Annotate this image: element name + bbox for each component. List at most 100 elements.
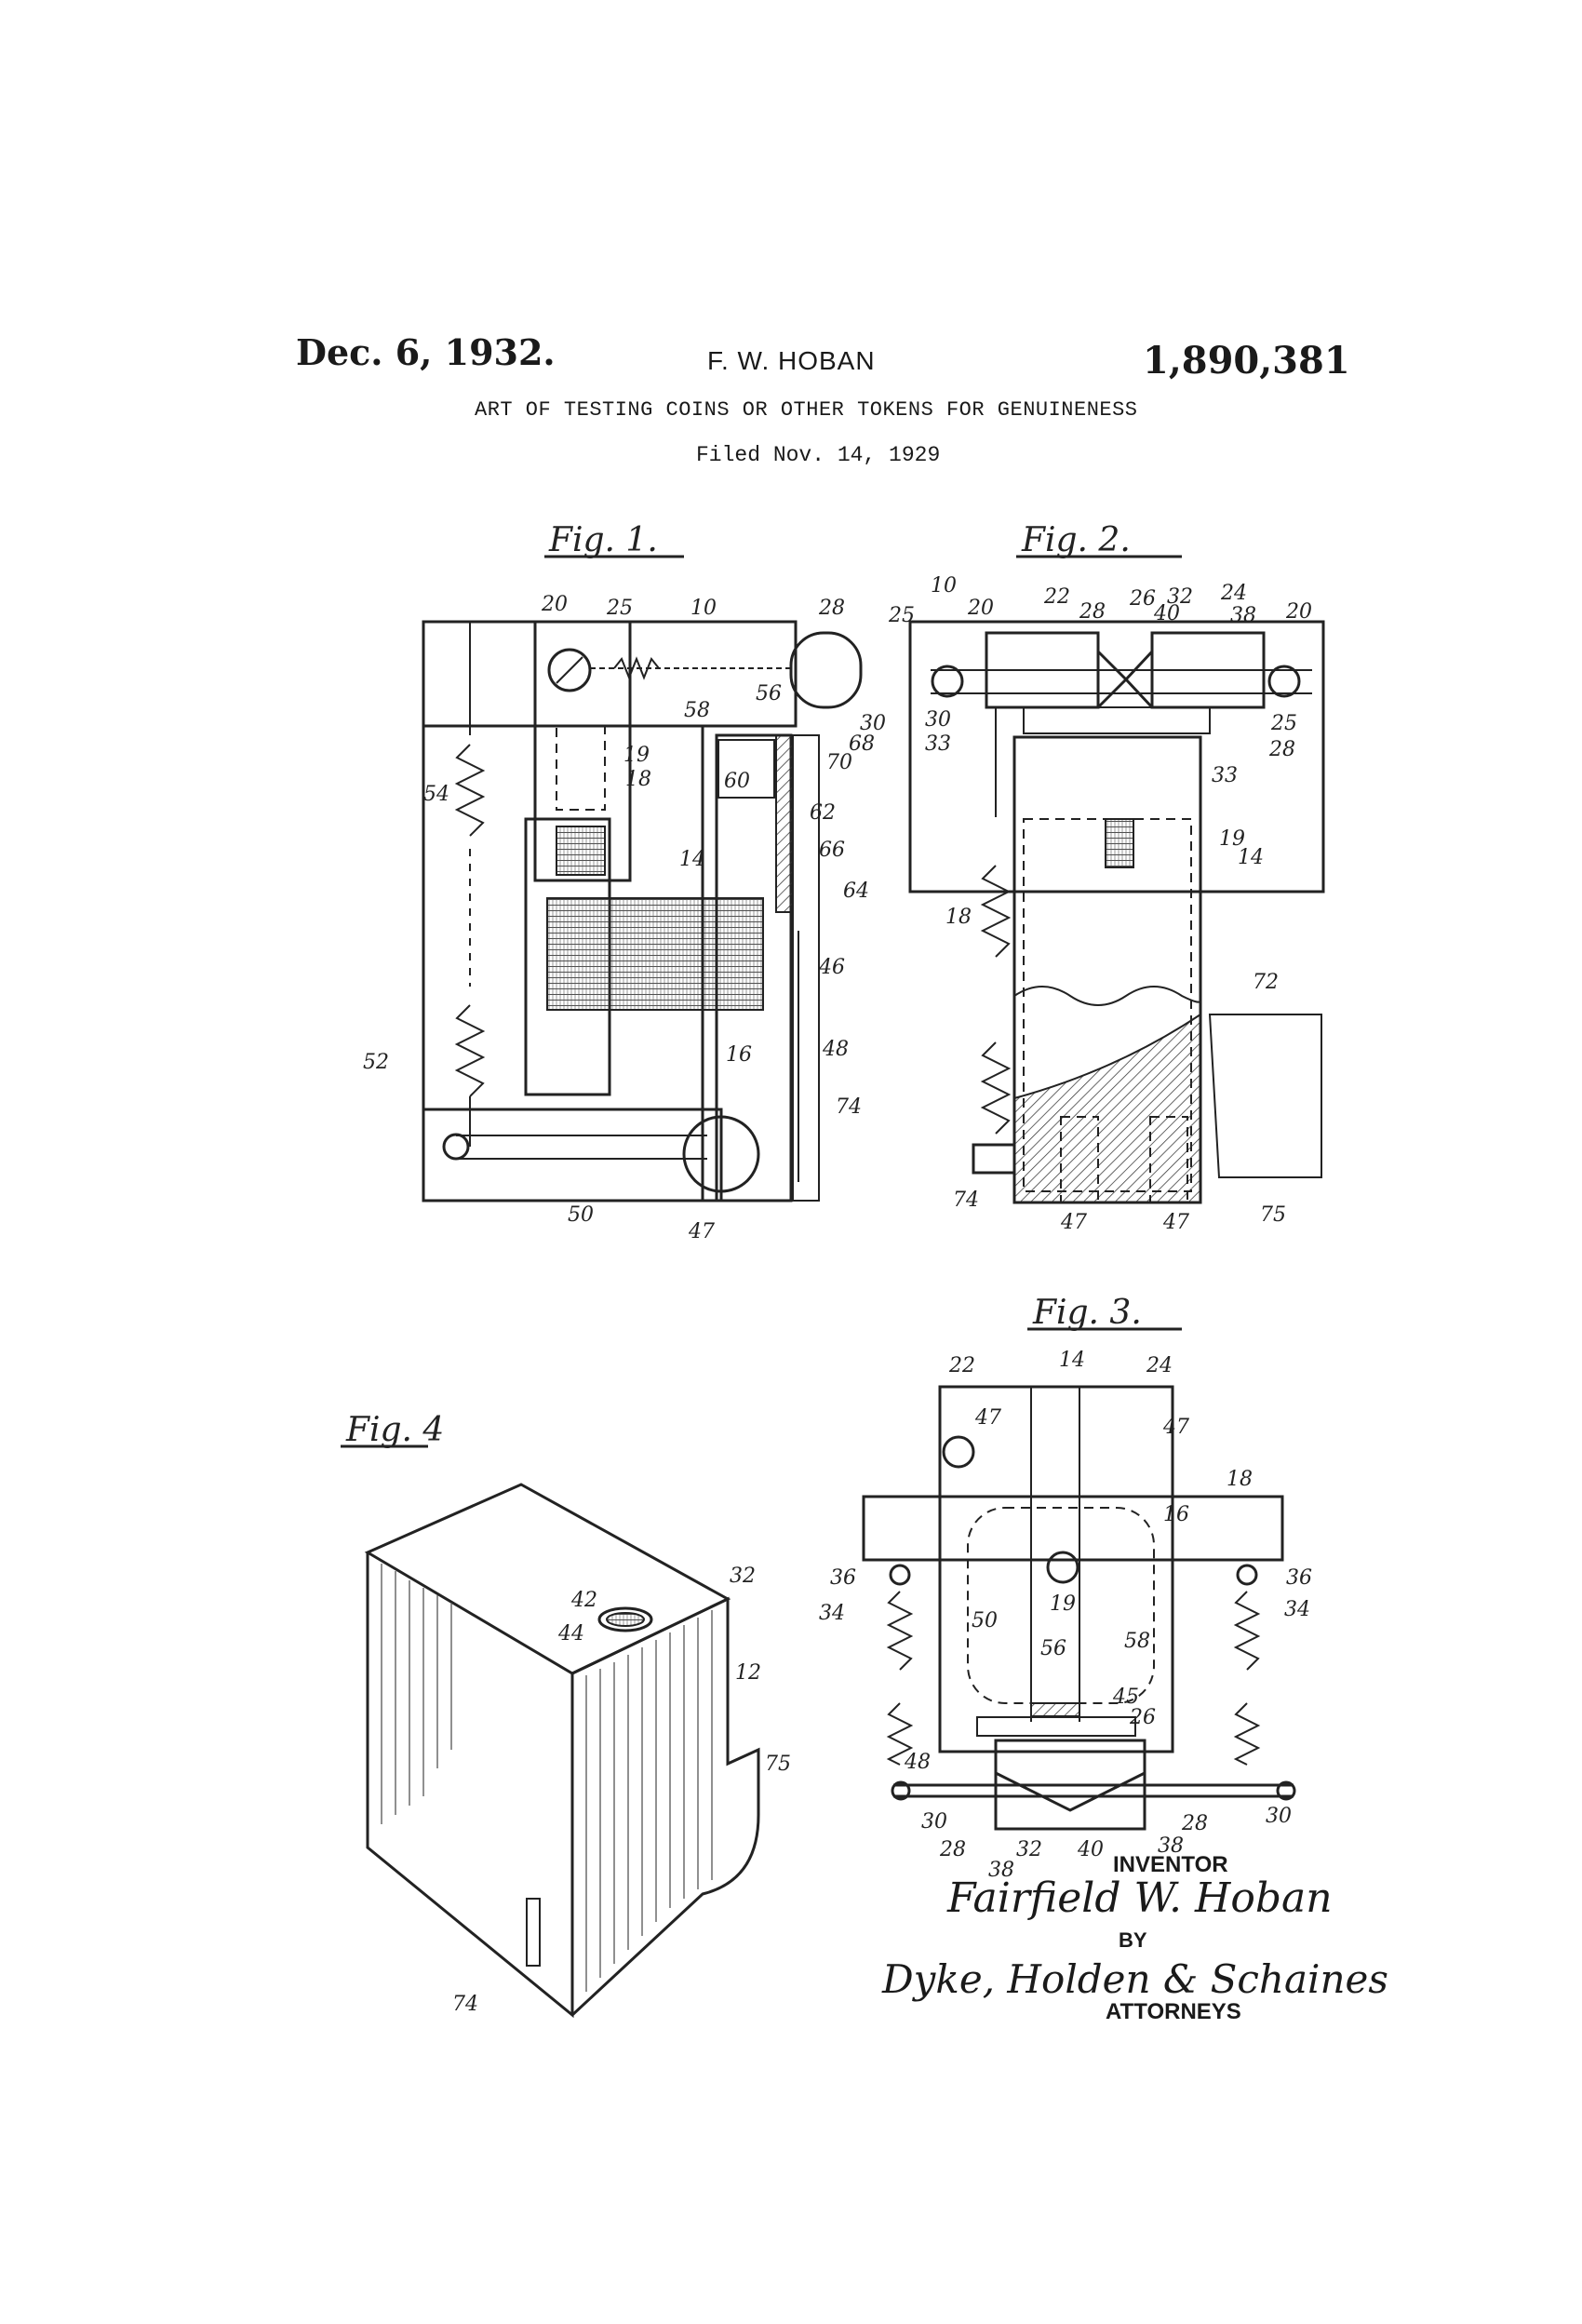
reference-numeral: 18	[625, 768, 651, 791]
reference-numeral: 54	[423, 783, 449, 806]
reference-numeral: 28	[1181, 1812, 1208, 1835]
fig3-reference-numerals: 22 14 24 47 47 18 16 36 36 34 19 34 50 5…	[819, 1349, 1312, 1882]
reference-numeral: 32	[730, 1565, 756, 1588]
reference-numeral: 20	[1285, 600, 1312, 624]
reference-numeral: 12	[735, 1661, 761, 1685]
reference-numeral: 47	[1162, 1416, 1189, 1439]
reference-numeral: 30	[921, 1810, 947, 1834]
reference-numeral: 14	[1238, 846, 1264, 869]
reference-numeral: 14	[679, 848, 705, 871]
fig4-reference-numerals: 42 32 44 12 75 74	[452, 1565, 791, 2016]
reference-numeral: 20	[967, 597, 994, 620]
reference-numeral: 28	[1268, 738, 1295, 761]
reference-numeral: 58	[684, 699, 710, 722]
reference-numeral: 40	[1153, 602, 1180, 625]
reference-numeral: 20	[541, 593, 568, 616]
reference-numeral: 25	[1270, 712, 1297, 735]
reference-numeral: 32	[1016, 1838, 1042, 1861]
reference-numeral: 33	[1212, 764, 1238, 787]
reference-numeral: 19	[1219, 827, 1245, 851]
reference-numeral: 36	[830, 1566, 856, 1590]
attorney-signature: Dyke, Holden & Schaines	[882, 1956, 1388, 2002]
reference-numeral: 24	[1146, 1354, 1173, 1377]
reference-numeral: 30	[1266, 1805, 1292, 1828]
reference-numeral: 25	[606, 597, 633, 620]
reference-numeral: 50	[568, 1203, 594, 1227]
reference-numeral: 22	[1043, 585, 1070, 609]
reference-numeral: 47	[974, 1406, 1001, 1430]
reference-numeral: 19	[1050, 1592, 1076, 1616]
reference-numeral: 14	[1059, 1349, 1085, 1372]
reference-numeral: 48	[904, 1751, 931, 1774]
reference-numeral: 26	[1129, 1706, 1156, 1729]
reference-numeral: 10	[690, 597, 717, 620]
reference-numeral: 28	[1079, 600, 1106, 624]
reference-numeral: 47	[688, 1220, 715, 1243]
reference-numeral: 47	[1162, 1211, 1189, 1234]
by-label: BY	[1119, 1928, 1147, 1952]
fig1-reference-numerals: 20 25 10 28 56 30 58 68 70 19 18 60 62 6…	[363, 593, 886, 1243]
reference-numeral: 16	[726, 1043, 752, 1067]
reference-numeral: 60	[724, 770, 750, 793]
fig2-label: Fig. 2.	[1021, 521, 1131, 559]
fig4-label: Fig. 4	[345, 1411, 444, 1449]
inventor-signature: Fairfield W. Hoban	[947, 1874, 1333, 1922]
reference-numeral: 56	[1040, 1637, 1066, 1660]
fig1-label: Fig. 1.	[548, 521, 658, 559]
reference-numeral: 62	[810, 801, 836, 825]
fig2-reference-numerals: 10 20 22 28 26 32 24 40 38 20 25 30 25 3…	[888, 574, 1312, 1234]
reference-numeral: 45	[1112, 1686, 1139, 1709]
filed-date: Filed Nov. 14, 1929	[696, 443, 941, 467]
reference-numeral: 25	[888, 604, 915, 627]
reference-numeral: 26	[1129, 587, 1156, 611]
reference-numeral: 38	[988, 1859, 1014, 1882]
reference-numeral: 50	[972, 1609, 998, 1632]
reference-numeral: 72	[1253, 971, 1279, 994]
reference-numeral: 68	[849, 732, 875, 756]
reference-numeral: 18	[1227, 1468, 1253, 1491]
reference-numeral: 74	[836, 1095, 862, 1119]
reference-numeral: 24	[1220, 582, 1247, 605]
reference-numeral: 40	[1077, 1838, 1104, 1861]
reference-numeral: 42	[570, 1589, 597, 1612]
reference-numeral: 32	[1167, 585, 1193, 609]
reference-numeral: 47	[1060, 1211, 1087, 1234]
reference-numeral: 16	[1163, 1503, 1189, 1526]
inventor-name: F. W. HOBAN	[707, 346, 876, 375]
reference-numeral: 28	[818, 597, 845, 620]
reference-numeral: 34	[1284, 1598, 1310, 1621]
reference-numeral: 64	[843, 880, 869, 903]
figure-3: Fig. 3. 22 14 24 47 47 18 16 36	[819, 1294, 1312, 1882]
reference-numeral: 33	[925, 732, 951, 756]
figure-2: Fig. 2. 10 20 22 28 26 32 24 40	[888, 521, 1325, 1234]
reference-numeral: 38	[1230, 604, 1256, 627]
reference-numeral: 52	[363, 1051, 389, 1074]
reference-numeral: 30	[860, 712, 886, 735]
reference-numeral: 70	[826, 751, 852, 774]
reference-numeral: 74	[953, 1189, 979, 1212]
reference-numeral: 10	[931, 574, 957, 598]
fig3-label: Fig. 3.	[1032, 1294, 1142, 1332]
inventor-label: INVENTOR	[1113, 1852, 1228, 1877]
reference-numeral: 34	[819, 1602, 845, 1625]
figure-4: Fig. 4 42 32 44 12 75 74	[341, 1411, 791, 2019]
reference-numeral: 74	[452, 1993, 478, 2016]
reference-numeral: 18	[945, 906, 972, 929]
reference-numeral: 75	[765, 1753, 791, 1776]
attorneys-label: ATTORNEYS	[1106, 1999, 1241, 2024]
patent-number: 1,890,381	[1143, 339, 1350, 383]
reference-numeral: 22	[948, 1354, 975, 1377]
reference-numeral: 48	[822, 1038, 849, 1061]
patent-date: Dec. 6, 1932.	[296, 331, 556, 373]
reference-numeral: 46	[818, 956, 845, 979]
reference-numeral: 66	[819, 839, 845, 862]
reference-numeral: 75	[1260, 1203, 1286, 1227]
reference-numeral: 19	[623, 744, 650, 767]
reference-numeral: 38	[1158, 1834, 1184, 1858]
reference-numeral: 36	[1286, 1566, 1312, 1590]
reference-numeral: 30	[925, 708, 951, 732]
reference-numeral: 58	[1124, 1630, 1150, 1653]
patent-title: ART OF TESTING COINS OR OTHER TOKENS FOR…	[475, 398, 1138, 422]
figure-1: Fig. 1. 20 25 10 28	[363, 521, 886, 1243]
